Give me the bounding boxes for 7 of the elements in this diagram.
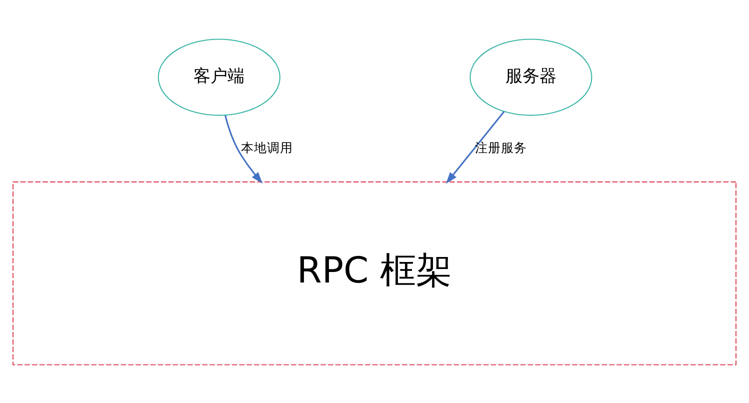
node-ellipse: 客户端 <box>158 38 280 116</box>
arrow <box>446 110 505 184</box>
node-ellipse: 服务器 <box>470 38 592 116</box>
edge-label: 本地调用 <box>241 139 294 154</box>
node-box: RPC 框架 <box>12 180 736 365</box>
edge-label: 注册服务 <box>474 139 527 154</box>
arrow <box>224 114 263 184</box>
